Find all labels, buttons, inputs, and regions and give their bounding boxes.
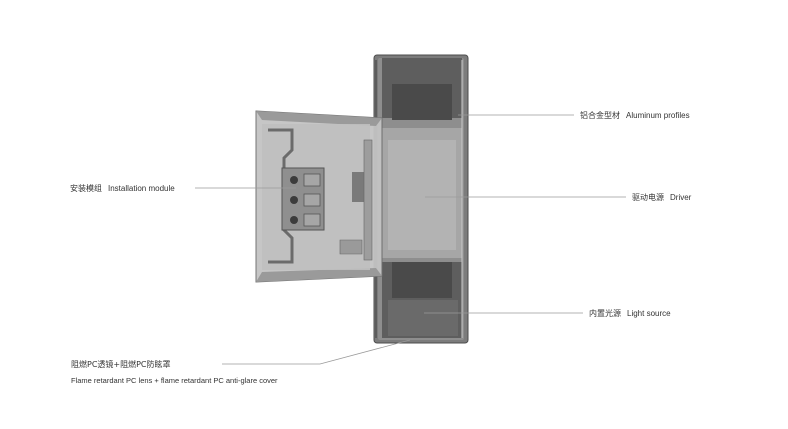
installation-module (255, 110, 383, 283)
leader-lines (195, 114, 626, 365)
callout-lens-cn: 阻燃PC透镜+阻燃PC防眩罩 (71, 360, 171, 369)
callout-installation-en: Installation module (108, 184, 175, 193)
callout-lens-en: Flame retardant PC lens + flame retardan… (71, 376, 278, 385)
callout-light-source-cn: 内置光源 (589, 309, 621, 318)
callout-aluminum-en: Aluminum profiles (626, 111, 690, 120)
callout-aluminum-cn: 铝合金型材 (580, 111, 620, 120)
callout-aluminum-profiles: 铝合金型材 Aluminum profiles (580, 110, 690, 121)
callout-driver-en: Driver (670, 193, 692, 202)
callout-installation-module: 安装模组 Installation module (70, 183, 175, 194)
leader-lens (222, 339, 411, 365)
callout-driver-cn: 驱动电源 (632, 193, 664, 202)
callout-driver: 驱动电源 Driver (632, 192, 691, 203)
callout-light-source: 内置光源 Light source (589, 308, 671, 319)
aluminum-housing (373, 54, 469, 344)
callout-installation-cn: 安装模组 (70, 184, 102, 193)
callout-light-source-en: Light source (627, 309, 671, 318)
